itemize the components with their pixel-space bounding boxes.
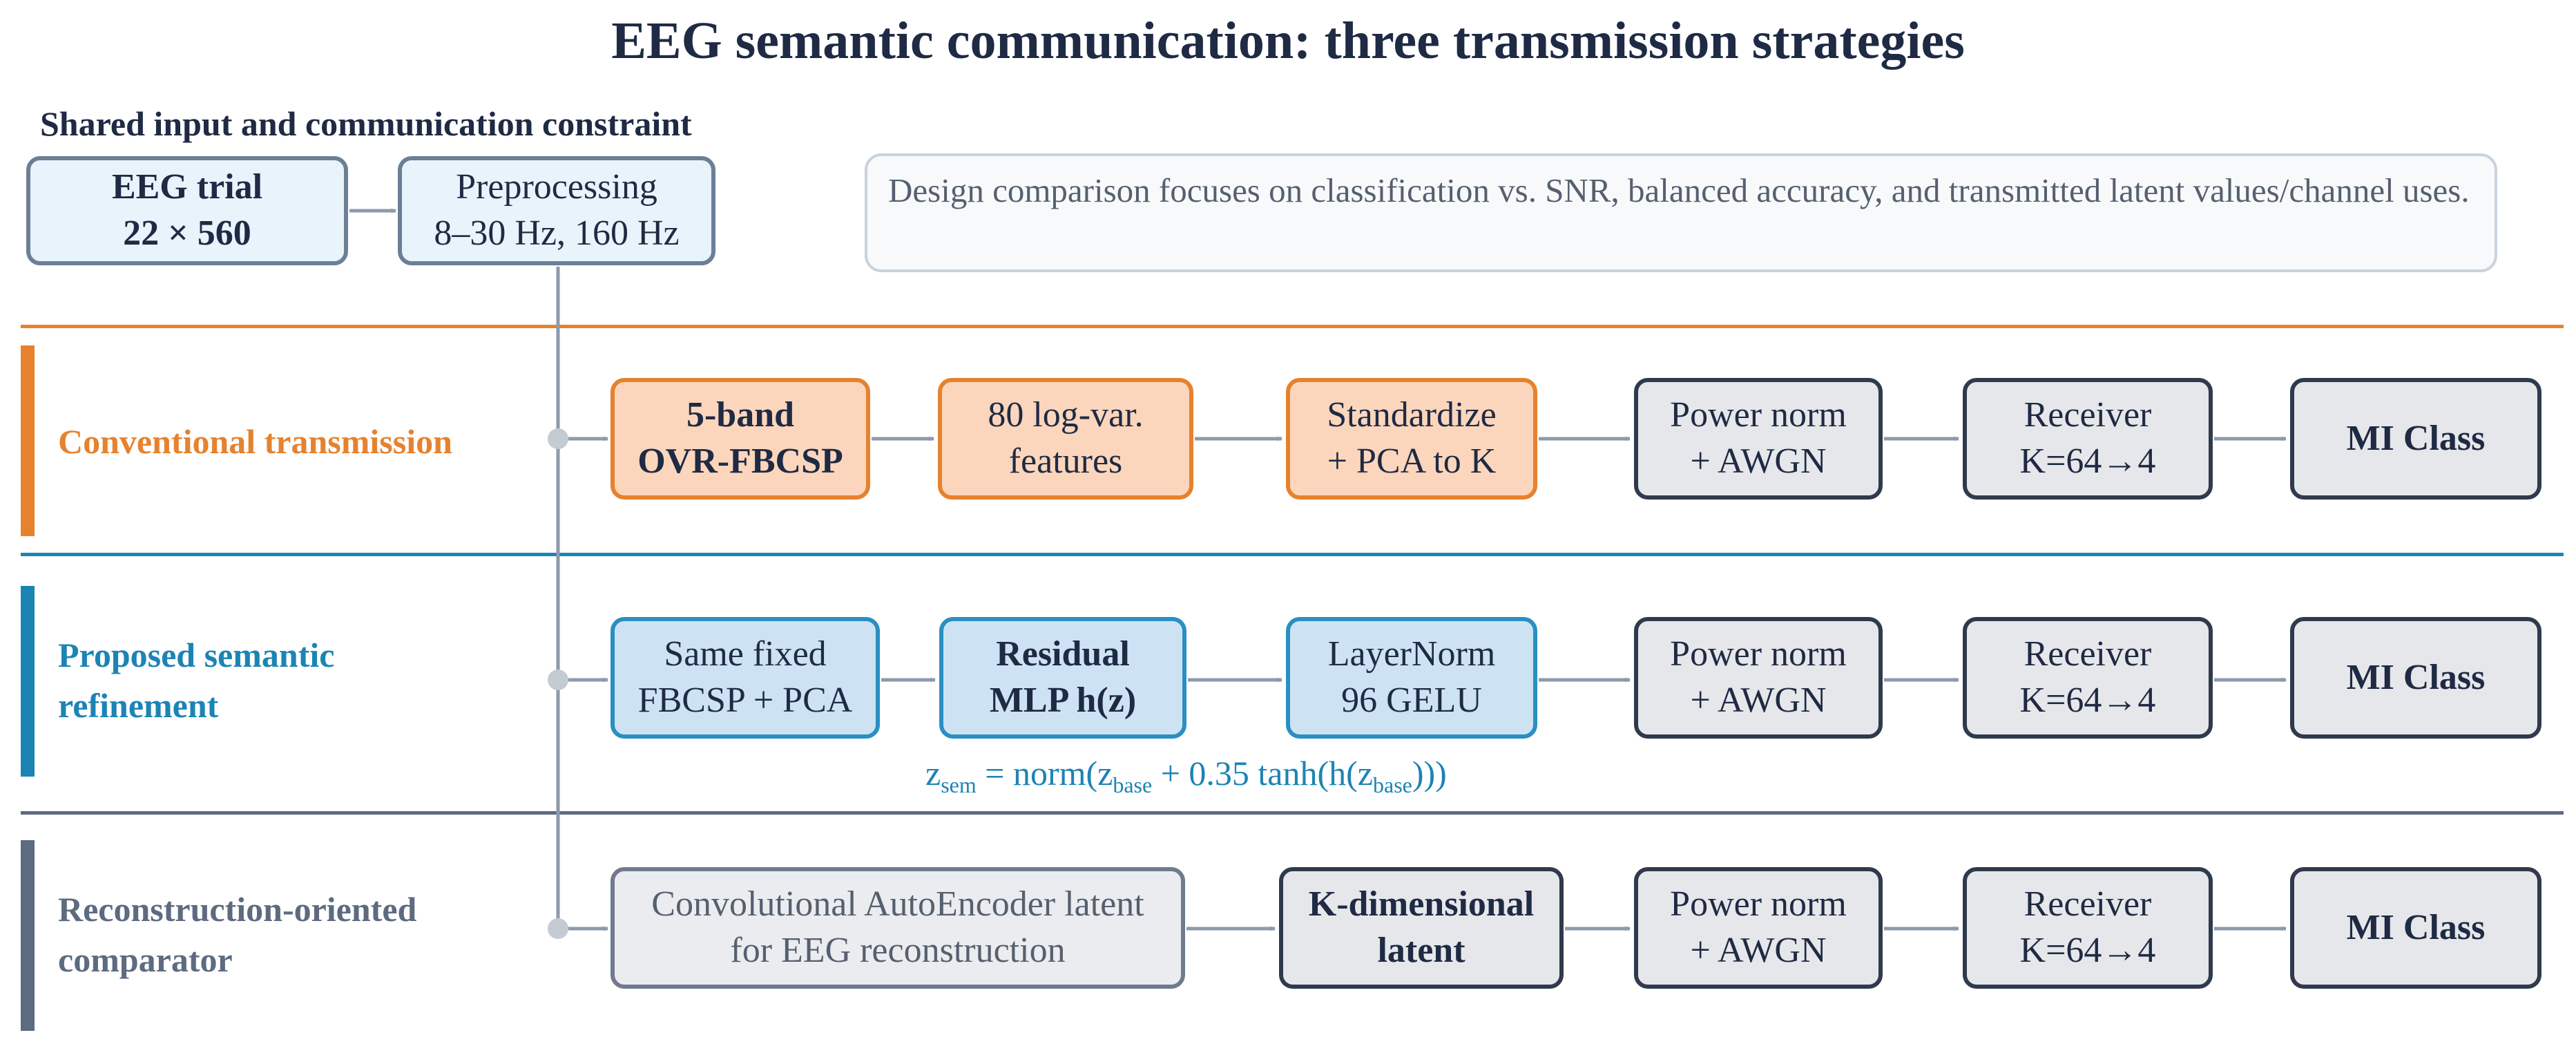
mi-class-box-1: MI Class [2290,378,2541,500]
lane-label-proposed: Proposed semantic refinement [58,636,335,725]
log-var-features-box: 80 log-var.features [938,378,1193,500]
preprocessing-line2: 8–30 Hz, 160 Hz [434,213,680,253]
design-comparison-note: Design comparison focuses on classificat… [865,153,2497,272]
semantic-refinement-formula: zsem = norm(zbase + 0.35 tanh(h(zbase))) [925,754,1447,797]
lane-bar-proposed [21,586,35,777]
mi-class-box-2: MI Class [2290,617,2541,739]
eeg-trial-line2: 22 × 560 [123,213,251,253]
lane-bar-reconstruction [21,840,35,1031]
lane-bar-conventional [21,345,35,536]
junction-dot-reconstruction [548,918,568,939]
junction-dot-conventional [548,428,568,449]
junction-dot-proposed [548,670,568,690]
preprocessing-line1: Preprocessing [456,167,657,207]
diagram-title: EEG semantic communication: three transm… [611,12,1965,70]
separator-conventional [21,325,2564,328]
power-norm-awgn-box-1: Power norm+ AWGN [1634,378,1883,500]
lane-label-reconstruction: Reconstruction-oriented comparator [58,890,417,979]
mi-class-box-3: MI Class [2290,867,2541,989]
lane-label-conventional: Conventional transmission [58,422,452,461]
standardize-pca-box: Standardize+ PCA to K [1286,378,1537,500]
shared-input-heading: Shared input and communication constrain… [40,104,692,143]
eeg-trial-line1: EEG trial [111,167,263,207]
separator-proposed [21,553,2564,556]
preprocessing-box: Preprocessing 8–30 Hz, 160 Hz [398,156,715,265]
eeg-trial-box: EEG trial 22 × 560 [26,156,348,265]
power-norm-awgn-box-3: Power norm+ AWGN [1634,867,1883,989]
power-norm-awgn-box-2: Power norm+ AWGN [1634,617,1883,739]
separator-reconstruction [21,811,2564,815]
